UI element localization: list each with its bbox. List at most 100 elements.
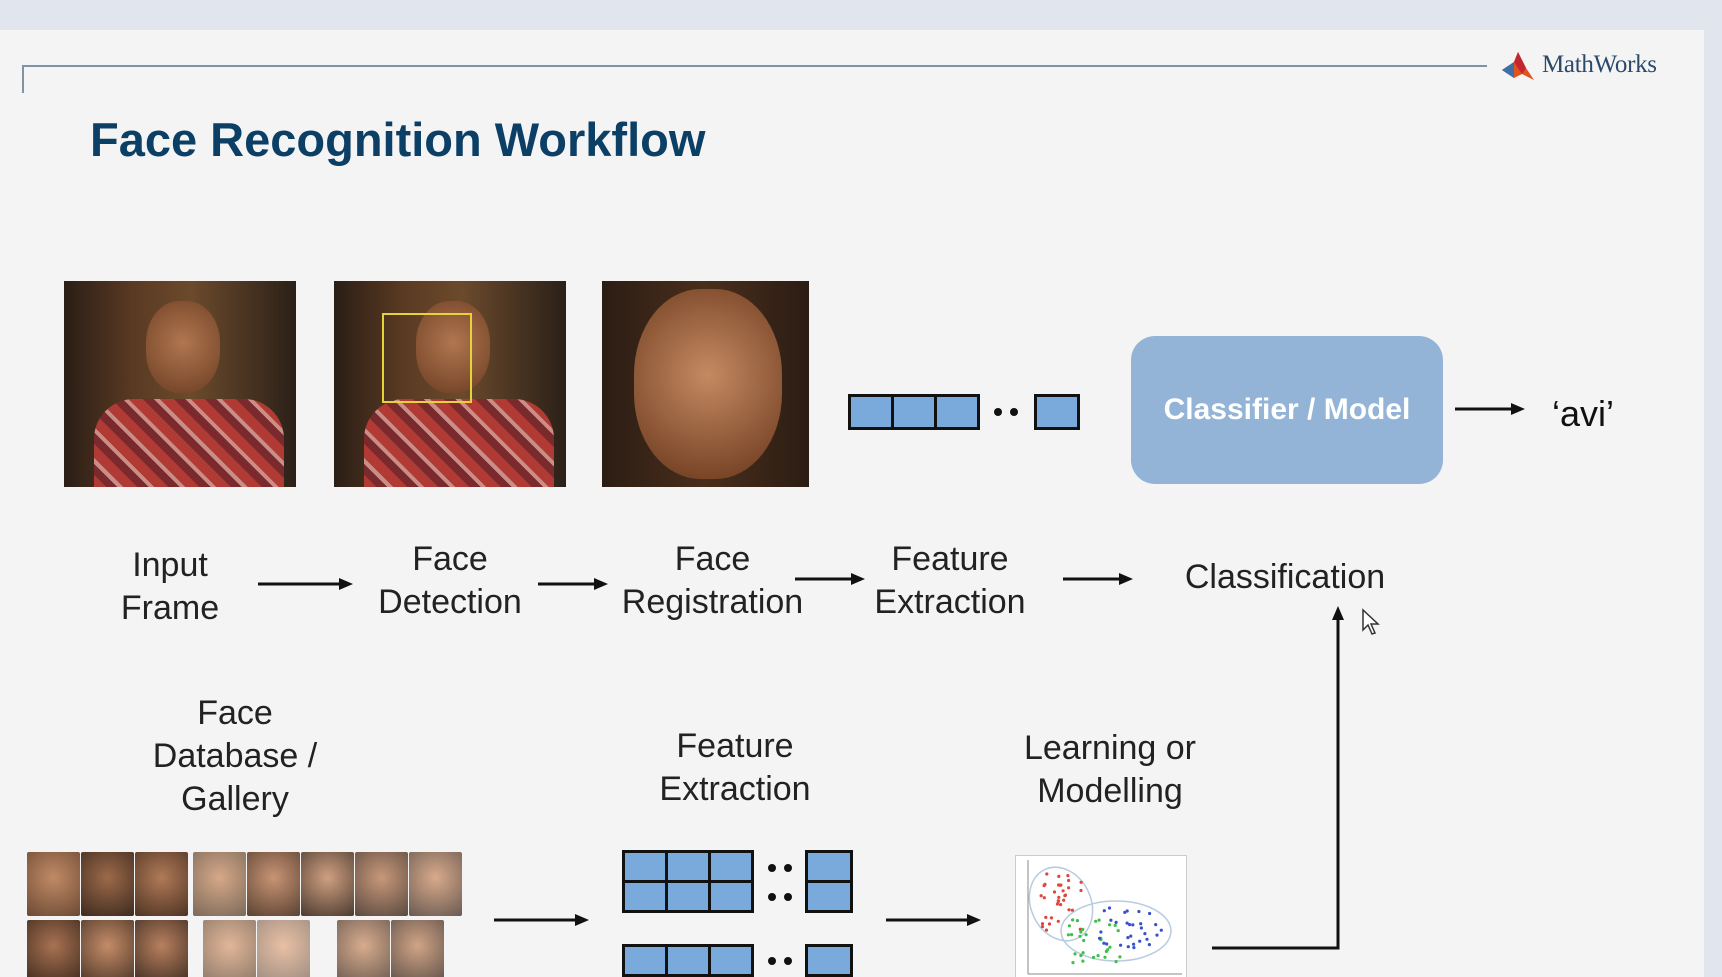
- detection-box: [382, 313, 472, 403]
- gallery-face-thumbnail: [257, 920, 310, 977]
- scatter-point: [1063, 893, 1068, 897]
- scatter-point: [1123, 910, 1127, 914]
- feature-vector-cell: [934, 394, 980, 430]
- feature-vector-cell: [708, 850, 754, 883]
- scatter-point: [1057, 874, 1061, 878]
- training-feature-extraction-label: Feature Extraction: [659, 727, 811, 808]
- gallery-face-thumbnail: [27, 920, 80, 977]
- scatter-point: [1070, 933, 1074, 937]
- gallery-face-thumbnail: [409, 852, 462, 916]
- scatter-point: [1103, 955, 1107, 959]
- scatter-point: [1125, 909, 1129, 913]
- scatter-point: [1126, 936, 1130, 940]
- feature-vector-cell: [805, 944, 853, 977]
- scatter-point: [1145, 937, 1149, 941]
- scatter-point: [1081, 927, 1085, 931]
- scatter-point: [1126, 945, 1130, 949]
- arrow-right-icon: [795, 573, 865, 585]
- feature-vector-cell: [848, 394, 894, 430]
- feature-vector-cell: [1034, 394, 1080, 430]
- feature-vector-cell: [665, 880, 711, 913]
- feature-vector-cell: [805, 850, 853, 883]
- mouse-cursor-icon: [1362, 608, 1380, 635]
- scatter-point: [1052, 890, 1057, 894]
- scatter-point: [1058, 883, 1062, 887]
- gallery-face-thumbnail: [355, 852, 408, 916]
- scatter-point: [1062, 898, 1066, 902]
- learning-modelling-label: Learning or Modelling: [1023, 729, 1196, 810]
- face-registration-photo: [602, 281, 809, 487]
- feature-vector-cell: [622, 944, 668, 977]
- scatter-point: [1155, 933, 1159, 937]
- scatter-point: [1094, 919, 1098, 923]
- scatter-point: [1055, 902, 1059, 906]
- arrow-right-icon: [258, 578, 353, 590]
- scatter-point: [1109, 918, 1113, 922]
- scatter-point: [1159, 928, 1163, 932]
- scatter-point: [1099, 930, 1103, 934]
- scatter-point: [1067, 908, 1071, 912]
- ellipsis-dot: [768, 893, 776, 901]
- face-closeup-shape: [634, 289, 782, 479]
- ellipsis-dot: [784, 893, 792, 901]
- face-gallery: [27, 852, 467, 977]
- scatter-point: [1071, 961, 1075, 965]
- scatter-point: [1092, 955, 1096, 959]
- scatter-point: [1108, 923, 1112, 927]
- scatter-point: [1057, 895, 1061, 899]
- scatter-point: [1039, 894, 1043, 898]
- scatter-point: [1116, 929, 1120, 933]
- arrow-right-icon: [1063, 573, 1133, 585]
- scatter-point: [1067, 886, 1071, 890]
- scatter-point: [1044, 928, 1049, 932]
- scatter-point: [1066, 933, 1070, 937]
- slide-title: Face Recognition Workflow: [90, 113, 706, 166]
- membrane-logo-icon: [1502, 52, 1534, 80]
- feature-vector-cell: [891, 394, 937, 430]
- scatter-point: [1096, 954, 1100, 958]
- scatter-point: [1102, 941, 1106, 945]
- scatter-point: [1132, 942, 1136, 946]
- scatter-point: [1042, 896, 1046, 900]
- ellipsis-dot: [784, 957, 792, 965]
- scatter-point: [1147, 943, 1151, 947]
- gallery-face-thumbnail: [81, 852, 134, 916]
- scatter-point: [1106, 948, 1110, 952]
- face-shape: [146, 301, 220, 393]
- scatter-point: [1097, 918, 1101, 922]
- shirt-shape: [94, 399, 284, 487]
- scatter-point: [1043, 882, 1047, 886]
- classifier-label: Classifier / Model: [1163, 393, 1411, 426]
- result-label: ‘avi’: [1552, 393, 1615, 434]
- scatter-point: [1119, 943, 1123, 947]
- scatter-point: [1097, 936, 1102, 940]
- step-classification: Classification: [1184, 558, 1386, 596]
- gallery-face-thumbnail: [193, 852, 246, 916]
- gallery-face-thumbnail: [203, 920, 256, 977]
- scatter-point: [1137, 909, 1141, 914]
- logo-text: MathWorks: [1542, 51, 1657, 78]
- step-face-registration: Face Registration: [621, 540, 804, 621]
- ellipsis-dot: [994, 408, 1002, 416]
- scatter-point: [1081, 951, 1085, 955]
- slide: MathWorks Face Recognition Workflow Clas…: [0, 30, 1704, 977]
- gallery-face-thumbnail: [301, 852, 354, 916]
- scatter-point: [1105, 942, 1109, 946]
- arrow-right-icon: [1455, 403, 1525, 415]
- arrow-up-connector-icon: [1212, 606, 1344, 950]
- scatter-point: [1059, 903, 1063, 907]
- gallery-face-thumbnail: [81, 920, 134, 977]
- gallery-face-thumbnail: [135, 852, 188, 916]
- gallery-face-thumbnail: [27, 852, 80, 916]
- scatter-point: [1084, 933, 1088, 937]
- scatter-point: [1067, 924, 1071, 928]
- scatter-point: [1070, 908, 1074, 912]
- ellipsis-dot: [768, 957, 776, 965]
- scatter-point: [1139, 926, 1143, 930]
- step-feature-extraction: Feature Extraction: [874, 540, 1026, 621]
- slide-frame-corner: [22, 65, 24, 93]
- scatter-point: [1056, 919, 1060, 923]
- scatter-point: [1154, 923, 1158, 927]
- scatter-point: [1067, 878, 1071, 883]
- classifier-model-box: Classifier / Model: [1131, 336, 1443, 484]
